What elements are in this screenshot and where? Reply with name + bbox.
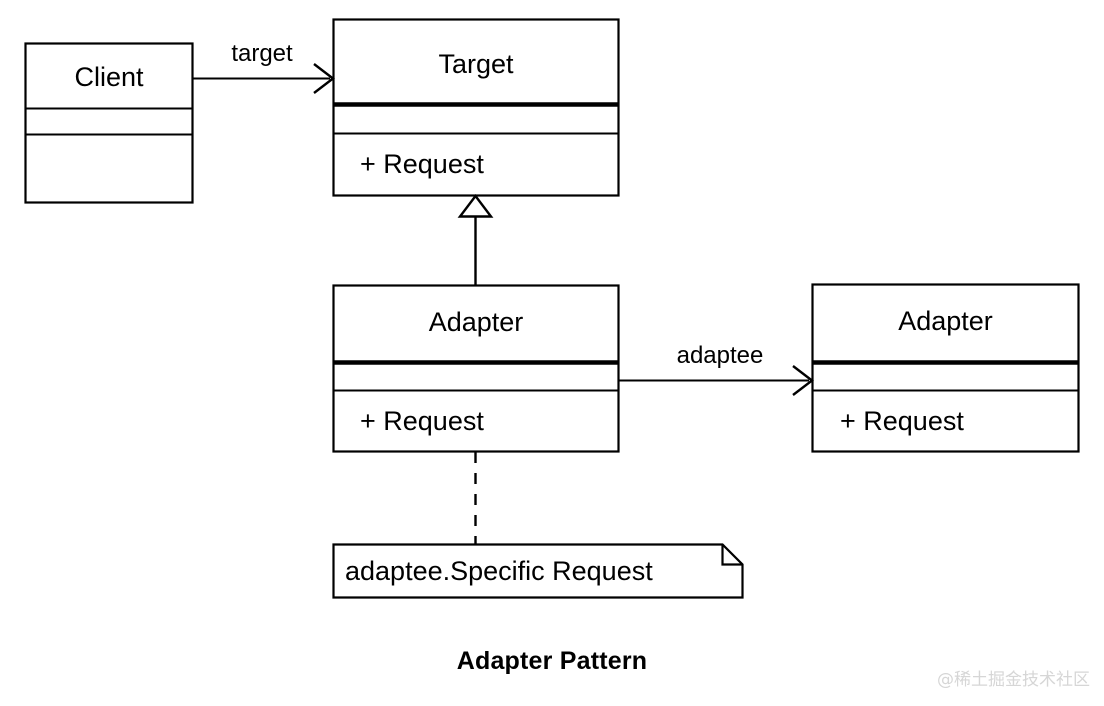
adapter-left-method-request: + Request — [360, 406, 484, 436]
adapter-right-method-request: + Request — [840, 406, 964, 436]
adapter-right-box-outline — [811, 283, 1080, 453]
target-class-name: Target — [438, 49, 514, 79]
note-box-outline — [332, 543, 744, 599]
diagram-title: Adapter Pattern — [456, 647, 648, 675]
class-box-client[interactable] — [24, 42, 194, 204]
target-box-outline — [332, 18, 620, 197]
target-method-request: + Request — [360, 149, 484, 179]
class-box-adapter-left[interactable] — [332, 284, 620, 453]
adapter-left-box-outline — [332, 284, 620, 453]
open-arrowhead-icon — [313, 63, 335, 94]
edge-label-target: target — [231, 40, 293, 67]
open-arrowhead-icon — [792, 365, 814, 396]
edge-adapter-to-target[interactable] — [457, 194, 494, 285]
edge-label-adaptee: adaptee — [676, 342, 764, 369]
adapter-right-class-name: Adapter — [898, 306, 993, 336]
class-box-target[interactable] — [332, 18, 620, 197]
adapter-left-class-name: Adapter — [428, 307, 524, 337]
client-class-name: Client — [74, 62, 144, 92]
edge-client-to-target[interactable] — [193, 63, 335, 94]
note-body-text: adaptee.Specific Request — [345, 556, 653, 586]
class-box-adapter-right[interactable] — [811, 283, 1080, 453]
watermark: @稀土掘金技术社区 — [937, 670, 1090, 690]
edge-adapter-to-adaptee[interactable] — [619, 365, 814, 396]
client-box-outline — [24, 42, 194, 204]
hollow-triangle-arrowhead-icon — [457, 194, 494, 218]
note-box[interactable] — [332, 543, 744, 599]
note-fold-corner-icon — [721, 544, 743, 566]
